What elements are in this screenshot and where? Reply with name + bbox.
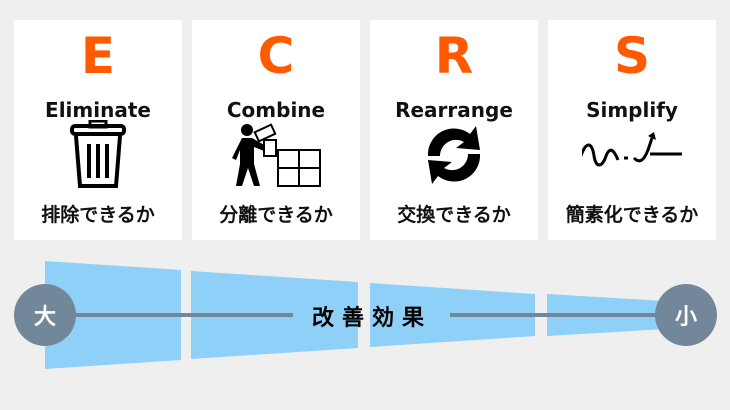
card-simplify: S Simplify 簡素化できるか — [548, 20, 716, 240]
card-question: 分離できるか — [219, 204, 333, 226]
card-question: 簡素化できるか — [565, 204, 699, 226]
refresh-arrows-icon — [427, 126, 481, 184]
trash-can-icon — [70, 120, 126, 188]
card-question: 排除できるか — [41, 204, 155, 226]
card-rearrange: R Rearrange 交換できるか — [370, 20, 538, 240]
puzzle-person-icon — [232, 123, 321, 187]
card-letter: R — [434, 27, 474, 85]
card-combine: C Combine 分離できるか — [192, 20, 360, 240]
improvement-effect-label: 改善効果 — [311, 306, 432, 331]
card-letter: C — [257, 27, 295, 85]
scale-small-circle: 小 — [655, 284, 717, 346]
card-word: Eliminate — [45, 98, 151, 122]
card-word: Combine — [226, 98, 326, 122]
card-word: Simplify — [586, 98, 678, 122]
card-question: 交換できるか — [397, 204, 511, 226]
scale-large-circle: 大 — [14, 284, 76, 346]
card-letter: S — [613, 27, 650, 85]
card-letter: E — [80, 27, 116, 85]
card-word: Rearrange — [395, 98, 513, 122]
card-eliminate: E Eliminate 排除できるか — [14, 20, 182, 240]
wavy-arrow-icon — [582, 132, 682, 167]
